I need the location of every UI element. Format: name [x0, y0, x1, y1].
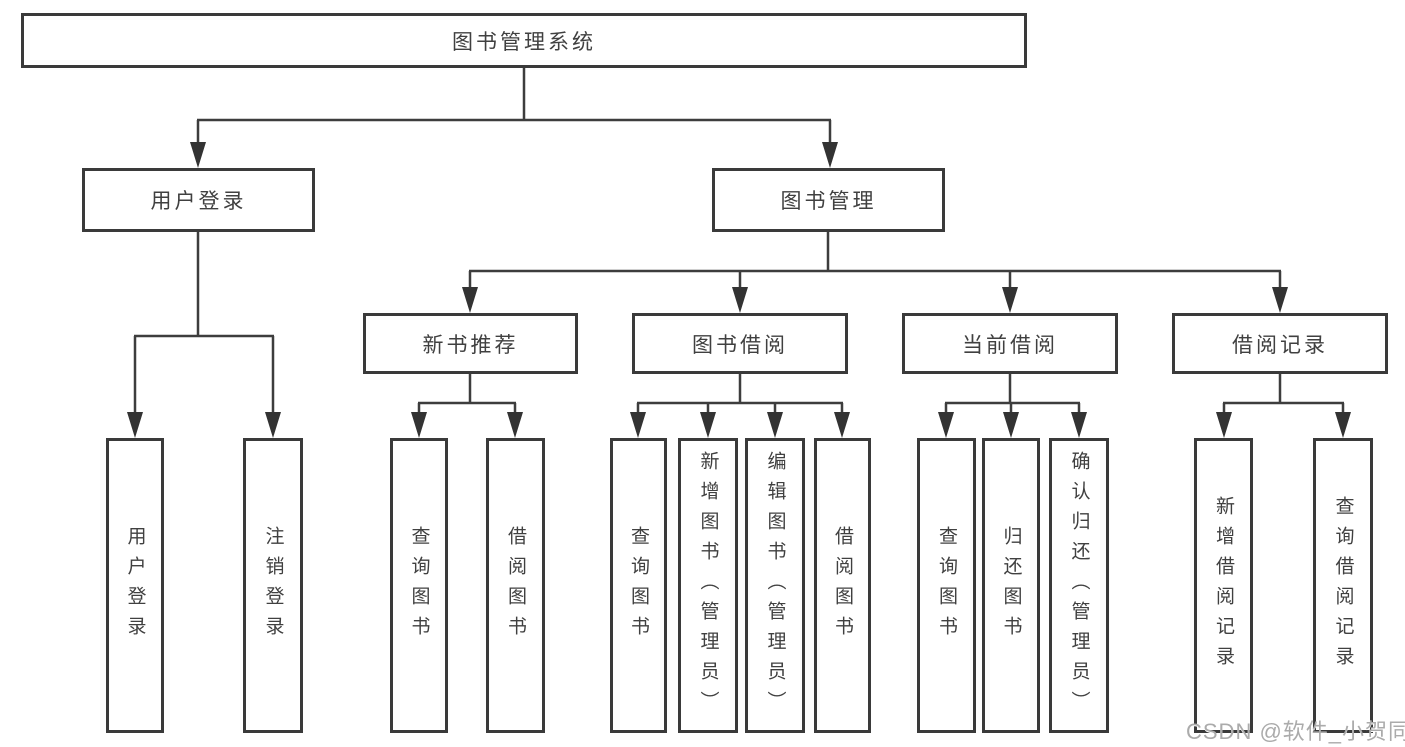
node-new-book-recommend-label: 新书推荐 — [422, 333, 519, 357]
node-current-borrowing: 当前借阅 — [902, 313, 1118, 374]
node-book-management-label: 图书管理 — [780, 190, 877, 213]
leaf-add-books-admin: 新增图书（管理员） — [678, 438, 738, 733]
leaf-recommend-query-books-label: 查询图书 — [408, 525, 430, 646]
leaf-add-borrow-record-label: 新增借阅记录 — [1213, 495, 1234, 676]
leaf-add-books-admin-label: 新增图书（管理员） — [697, 450, 719, 721]
leaf-return-books: 归还图书 — [982, 438, 1040, 733]
csdn-watermark: CSDN @软件_小贺同学 — [1186, 719, 1405, 744]
node-user-login: 用户登录 — [82, 168, 315, 232]
node-new-book-recommend: 新书推荐 — [363, 313, 578, 374]
node-root-label: 图书管理系统 — [452, 30, 596, 54]
leaf-borrowing-borrow-books: 借阅图书 — [814, 438, 871, 733]
leaf-user-login: 用户登录 — [106, 438, 164, 733]
leaf-query-borrow-record: 查询借阅记录 — [1313, 438, 1373, 733]
leaf-confirm-return-admin: 确认归还（管理员） — [1049, 438, 1109, 733]
leaf-edit-books-admin-label: 编辑图书（管理员） — [764, 450, 786, 721]
leaf-logout-label: 注销登录 — [262, 525, 284, 646]
node-current-borrowing-label: 当前借阅 — [962, 333, 1058, 357]
leaf-return-books-label: 归还图书 — [1000, 525, 1022, 646]
leaf-edit-books-admin: 编辑图书（管理员） — [745, 438, 805, 733]
leaf-recommend-query-books: 查询图书 — [390, 438, 448, 733]
leaf-borrowing-query-books-label: 查询图书 — [628, 525, 649, 646]
leaf-borrowing-borrow-books-label: 借阅图书 — [832, 525, 853, 646]
leaf-recommend-borrow-books: 借阅图书 — [486, 438, 545, 733]
leaf-recommend-borrow-books-label: 借阅图书 — [505, 525, 526, 646]
leaf-current-query-books: 查询图书 — [917, 438, 976, 733]
node-root-library-system: 图书管理系统 — [21, 13, 1027, 68]
node-borrowing-records-label: 借阅记录 — [1232, 333, 1328, 357]
leaf-confirm-return-admin-label: 确认归还（管理员） — [1068, 450, 1090, 721]
node-book-management: 图书管理 — [712, 168, 945, 232]
node-book-borrowing: 图书借阅 — [632, 313, 848, 374]
node-book-borrowing-label: 图书借阅 — [692, 333, 788, 357]
leaf-query-borrow-record-label: 查询借阅记录 — [1332, 495, 1354, 676]
leaf-user-login-label: 用户登录 — [124, 525, 146, 646]
leaf-logout: 注销登录 — [243, 438, 303, 733]
leaf-borrowing-query-books: 查询图书 — [610, 438, 667, 733]
leaf-current-query-books-label: 查询图书 — [936, 525, 957, 646]
node-user-login-label: 用户登录 — [150, 190, 247, 213]
node-borrowing-records: 借阅记录 — [1172, 313, 1388, 374]
leaf-add-borrow-record: 新增借阅记录 — [1194, 438, 1253, 733]
